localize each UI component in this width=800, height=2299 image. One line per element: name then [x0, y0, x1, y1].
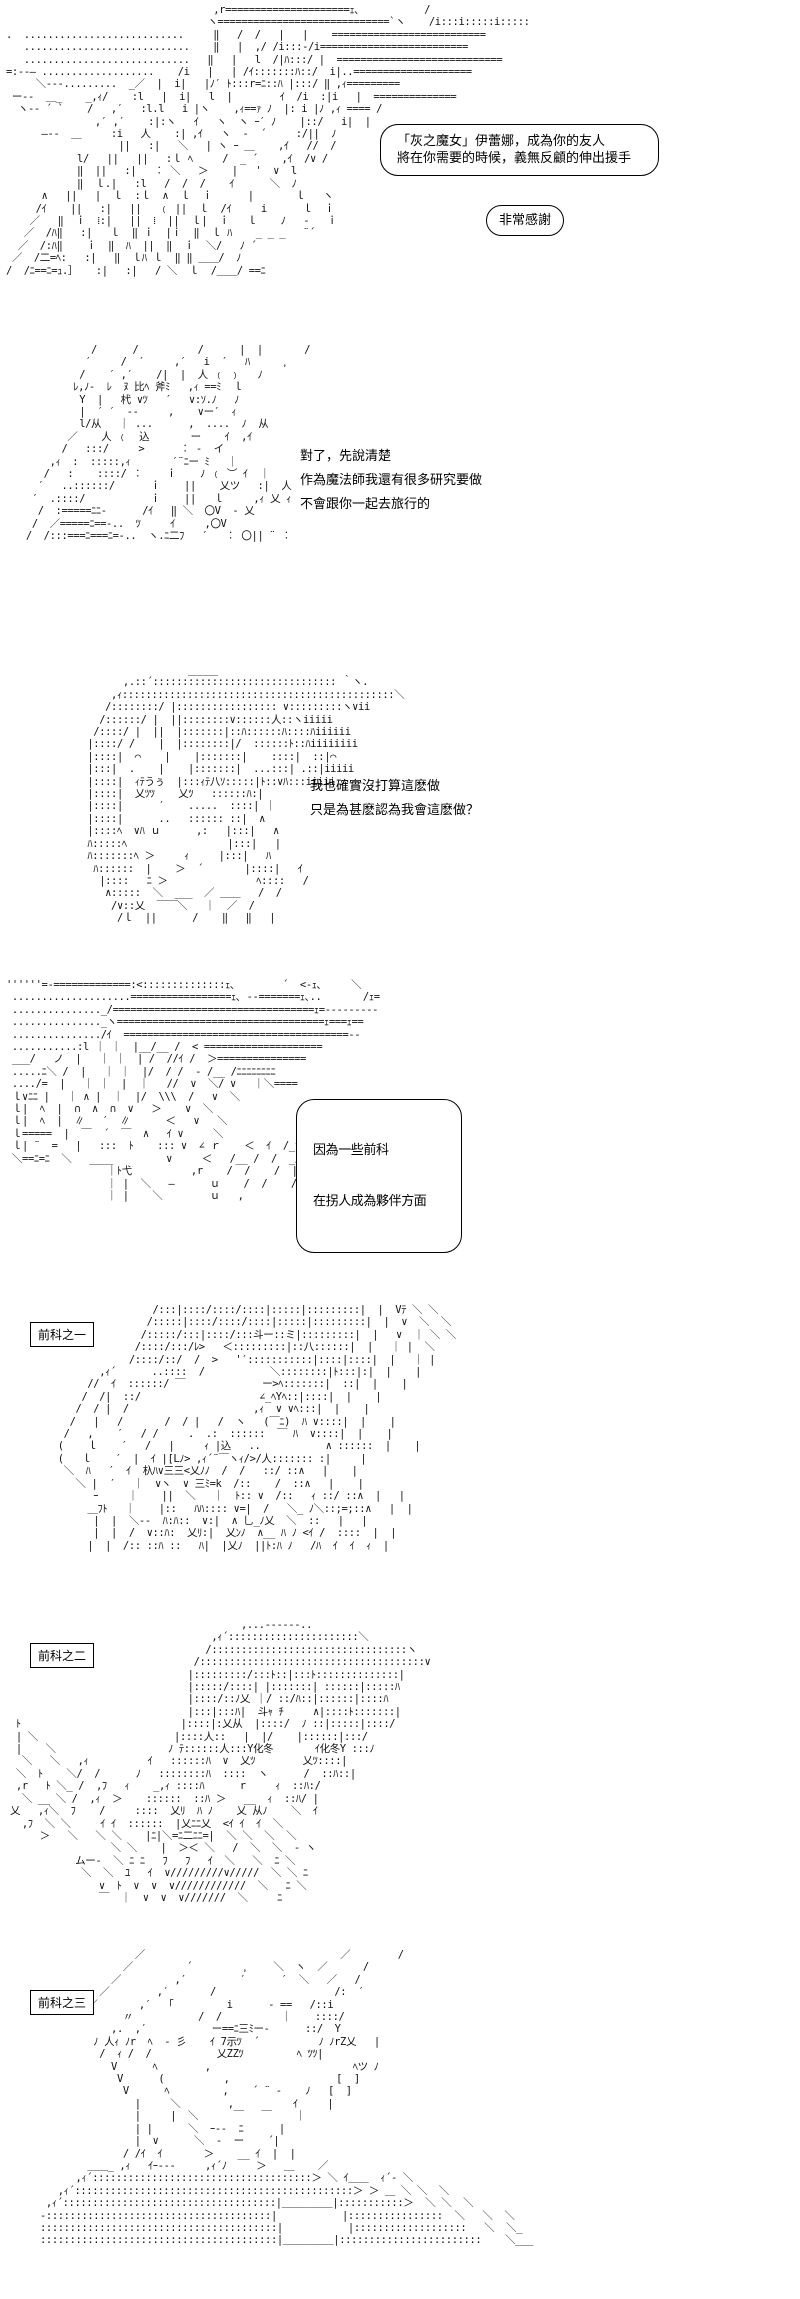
- dialogue-line: 不會跟你一起去旅行的: [300, 497, 431, 512]
- panel-5: /:::|::::/::::/::::|:::::|:::::::::| | V…: [0, 1300, 800, 1600]
- ascii-art-figure-4: ''''''=-=============:<::::::::::::::ｪ､ …: [6, 979, 462, 1253]
- panel-6: ,...--‐‐‐-.. ,ｨ´::::::::::::::::::::::＼ …: [0, 1615, 800, 1925]
- ascii-art-figure-6: ,...--‐‐‐-.. ,ｨ´::::::::::::::::::::::＼ …: [10, 1619, 431, 1904]
- dialogue-line: 作為魔法師我還有很多研究要做: [300, 473, 483, 488]
- dialogue-line: 「灰之魔女」伊蕾娜，成為你的友人: [397, 134, 606, 149]
- dialogue-line: 非常感謝: [499, 213, 552, 228]
- speech-bubble-reply: 非常感謝: [486, 205, 565, 236]
- dialogue-line: 只是為甚麽認為我會這麽做？: [310, 803, 480, 818]
- panel-4: ''''''=-=============:<::::::::::::::ｪ､ …: [0, 975, 800, 1275]
- ascii-art-figure-2: / / / | | / ′ / ′ ,′ i ′ ﾊ ﹐ / ′ ,′ /| |…: [25, 344, 311, 543]
- panel-7: ／ ／ / ／ ´ ﹐ ＼ ヽ ／ / ／ ,′ ′ ′ ＼ ／ / ／ ,′ …: [0, 1945, 800, 2295]
- panel-2: / / / | | / ′ / ′ ,′ i ′ ﾊ ﹐ / ′ ,′ /| |…: [0, 340, 800, 640]
- dialogue-line: 我也確實沒打算這麽做: [310, 779, 441, 794]
- ascii-art-figure-5: /:::|::::/::::/::::|:::::|:::::::::| | V…: [57, 1304, 457, 1552]
- speech-bubble-1: 「灰之魔女」伊蕾娜，成為你的友人 將在你需要的時候，義無反顧的伸出援手: [380, 124, 659, 176]
- ascii-art-figure-1: ,r=====================ｪ､ / ヽ===========…: [6, 4, 530, 277]
- ascii-art-figure-7: ／ ／ / ／ ´ ﹐ ＼ ヽ ／ / ／ ,′ ′ ′ ＼ ／ / ／ ,′ …: [40, 1949, 533, 2247]
- panel-1: ,r=====================ｪ､ / ヽ===========…: [0, 0, 800, 330]
- dialogue-line: 在拐人成為夥伴方面: [313, 1194, 427, 1209]
- flashback-label-3: 前科之三: [30, 1990, 95, 2015]
- dialogue-block-2: 對了，先說清楚 作為魔法師我還有很多研究要做 不會跟你一起去旅行的: [300, 448, 482, 513]
- panel-3: _____ ,.::´:::::::::::::::::::::::::::::…: [0, 660, 800, 960]
- flashback-label-1: 前科之一: [30, 1322, 95, 1347]
- dialogue-block-3: 我也確實沒打算這麽做 只是為甚麽認為我會這麽做？: [310, 778, 479, 819]
- dialogue-line: 對了，先說清楚: [300, 449, 392, 464]
- speech-bubble-4: 因為一些前科 在拐人成為夥伴方面: [296, 1099, 462, 1253]
- dialogue-line: 將在你需要的時候，義無反顧的伸出援手: [397, 151, 632, 166]
- ascii-art-figure-3: _____ ,.::´:::::::::::::::::::::::::::::…: [87, 664, 405, 925]
- dialogue-line: 因為一些前科: [313, 1143, 389, 1158]
- flashback-label-2: 前科之二: [30, 1643, 95, 1668]
